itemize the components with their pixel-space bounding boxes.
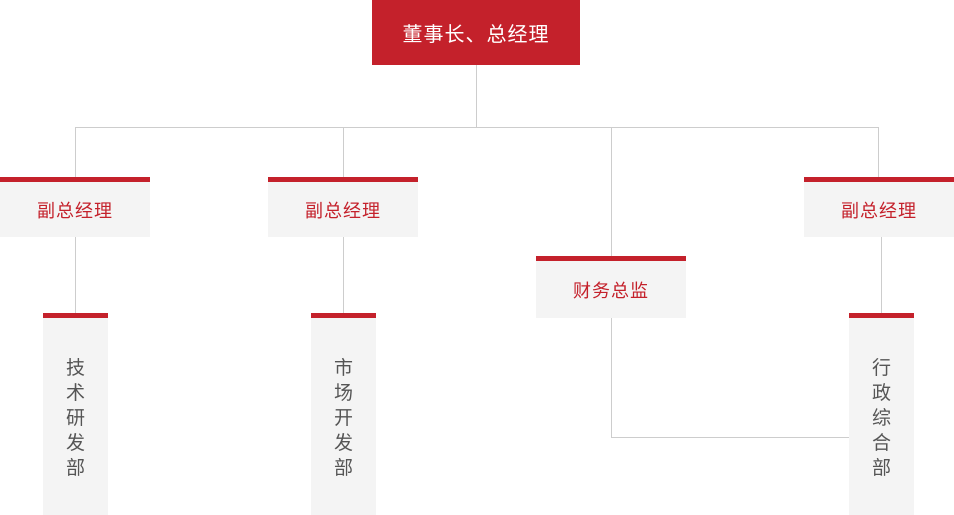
- connector-deputy3-to-dept: [881, 237, 882, 313]
- node-label: 副总经理: [305, 200, 381, 221]
- connector-deputy1-to-dept: [75, 237, 76, 313]
- node-label: 副总经理: [37, 200, 113, 221]
- node-market-development-department[interactable]: 市场开发部: [311, 313, 376, 515]
- node-deputy-general-manager-3[interactable]: 副总经理: [804, 177, 954, 237]
- node-label: 董事长、总经理: [402, 24, 550, 46]
- node-label: 行政综合部: [872, 358, 892, 479]
- node-finance-director[interactable]: 财务总监: [536, 256, 686, 318]
- connector-root-stem: [476, 65, 477, 127]
- connector-finance-elbow-horizontal: [611, 437, 851, 438]
- connector-drop-1: [75, 127, 76, 177]
- node-administration-department[interactable]: 行政综合部: [849, 313, 914, 515]
- node-chairman-general-manager[interactable]: 董事长、总经理: [372, 0, 580, 65]
- connector-drop-2: [343, 127, 344, 177]
- node-label: 副总经理: [841, 200, 917, 221]
- node-deputy-general-manager-1[interactable]: 副总经理: [0, 177, 150, 237]
- connector-drop-3: [611, 127, 612, 256]
- node-label: 技术研发部: [66, 358, 86, 479]
- node-label: 市场开发部: [334, 358, 354, 479]
- node-label: 财务总监: [573, 280, 649, 301]
- node-technology-rd-department[interactable]: 技术研发部: [43, 313, 108, 515]
- connector-finance-elbow-vertical: [611, 318, 612, 437]
- connector-deputy2-to-dept: [343, 237, 344, 313]
- connector-drop-4: [878, 127, 879, 177]
- node-deputy-general-manager-2[interactable]: 副总经理: [268, 177, 418, 237]
- connector-horizontal-bus: [75, 127, 879, 128]
